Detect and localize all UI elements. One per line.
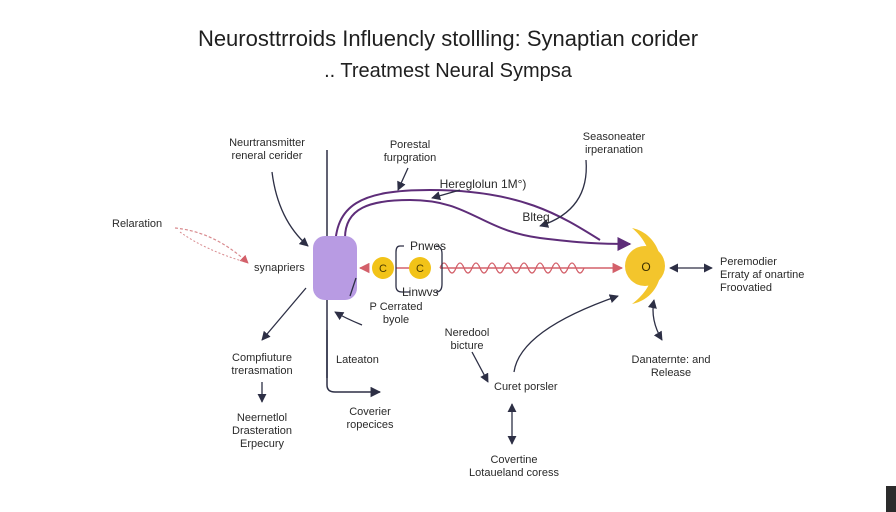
relaxation-arrow (174, 227, 249, 264)
membrane-tail-connector (326, 330, 382, 398)
corner-scroll-handle (886, 486, 896, 512)
ion-c1 (372, 257, 394, 279)
label-bleg: Blteg (522, 210, 550, 224)
receptor-o-label: O (641, 260, 650, 274)
upper-purple-arc (334, 188, 601, 251)
ion-c1-label: C (379, 263, 387, 275)
receptor-crescent (632, 228, 662, 304)
label-pnwes: Pnwes (410, 239, 447, 253)
label-synaptic: synapriers (254, 262, 305, 274)
arrow-pcerrated (349, 277, 357, 297)
label-curet-porder: Curet porsler (494, 381, 558, 393)
arrow-curet-to-receptor (513, 294, 619, 373)
arrow-seasonal (539, 159, 587, 228)
ion-c2-label: C (416, 263, 424, 275)
diagram-subtitle: .. Treatmest Neural Sympsa (324, 60, 572, 82)
arrow-danatemte (647, 299, 663, 341)
ion-bracket (395, 245, 410, 293)
label-hereglolon: Hereglolun 1M°) (439, 177, 527, 191)
ion-c2 (409, 257, 431, 279)
lower-purple-arc (344, 198, 632, 251)
arrow-hereglolon (431, 189, 461, 201)
presynaptic-vesicle (313, 236, 357, 300)
label-relaxation: Relaration (112, 218, 163, 230)
arrow-pcerrated-lower (334, 311, 363, 326)
label-linwws: Linwvs (402, 285, 439, 299)
label-lateation: Lateaton (336, 354, 379, 366)
arrow-neurotransmitter (271, 171, 309, 247)
relaxation-arrow-lower (179, 231, 246, 263)
arrow-compfluture (261, 287, 307, 341)
ion-bracket-right (435, 245, 443, 293)
diagram-title: Neurosttrroids Influencly stollling: Syn… (197, 26, 699, 51)
receptor-body (625, 246, 665, 286)
arrow-potential (397, 167, 409, 191)
arrow-neredool (471, 351, 489, 383)
